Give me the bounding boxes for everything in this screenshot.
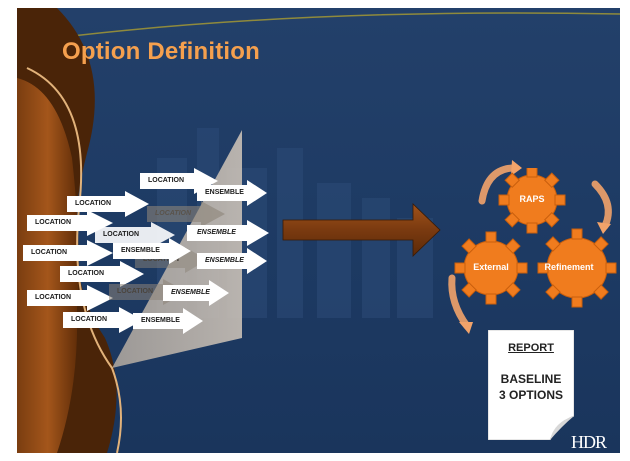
location-arrow: LOCATION <box>67 191 149 217</box>
location-arrow: LOCATION <box>27 285 113 311</box>
gear-icon <box>454 231 528 305</box>
report-line-options: 3 OPTIONS <box>498 388 563 402</box>
location-label: LOCATION <box>35 219 72 226</box>
ensemble-label: ENSEMBLE <box>197 229 236 236</box>
ensemble-arrow: ENSEMBLE <box>197 180 267 206</box>
ensemble-label: ENSEMBLE <box>171 289 210 296</box>
location-label: LOCATION <box>103 231 140 238</box>
location-label: LOCATION <box>68 270 105 277</box>
gear-label-refinement: Refinement <box>544 262 594 272</box>
location-label: LOCATION <box>71 316 108 323</box>
location-label: LOCATION <box>155 210 192 217</box>
ensemble-arrow: ENSEMBLE <box>133 308 203 334</box>
gear-label-external: External <box>473 262 509 272</box>
location-arrow: LOCATION <box>60 261 144 287</box>
gear-icon <box>498 168 566 234</box>
ensemble-arrow: ENSEMBLE <box>187 220 269 246</box>
location-arrow: LOCATION <box>27 210 113 236</box>
slide: Option Definition LOCATION LOCATION LOCA… <box>17 8 620 453</box>
location-label: LOCATION <box>117 288 154 295</box>
ensemble-label: ENSEMBLE <box>121 247 160 254</box>
location-label: LOCATION <box>31 249 68 256</box>
ensemble-arrow: ENSEMBLE <box>113 238 191 264</box>
gear-label-raps: RAPS <box>519 194 545 204</box>
location-arrow: LOCATION <box>95 222 175 248</box>
report-document: REPORT BASELINE 3 OPTIONS <box>488 330 574 440</box>
ensemble-arrow: ENSEMBLE <box>163 280 229 306</box>
ensemble-arrow: ENSEMBLE <box>197 248 267 274</box>
location-label: LOCATION <box>143 256 180 263</box>
big-arrow <box>282 203 441 257</box>
ensemble-label: ENSEMBLE <box>141 317 180 324</box>
report-title: REPORT <box>508 342 554 354</box>
slide-title: Option Definition <box>62 38 261 65</box>
location-label: LOCATION <box>148 177 185 184</box>
location-arrow: LOCATION <box>147 201 225 227</box>
location-label: LOCATION <box>35 294 72 301</box>
location-arrow: LOCATION <box>23 240 113 266</box>
location-arrow: LOCATION <box>63 307 143 333</box>
ensemble-label: ENSEMBLE <box>205 189 244 196</box>
slide-background <box>17 8 620 453</box>
hdr-logo: HDR <box>571 432 607 452</box>
report-line-baseline: BASELINE <box>500 372 562 386</box>
gear-icon <box>537 228 617 308</box>
gear-cluster <box>454 168 617 308</box>
ensemble-label: ENSEMBLE <box>205 257 244 264</box>
location-label: LOCATION <box>75 200 112 207</box>
